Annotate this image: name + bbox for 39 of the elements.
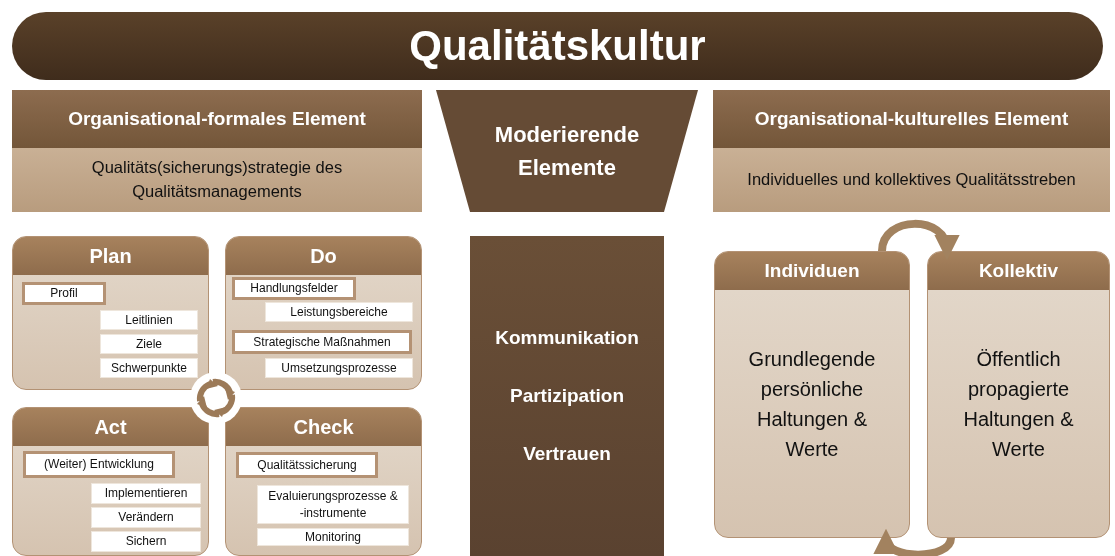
item-label: Sichern: [91, 531, 201, 552]
item-label: Leistungsbereiche: [265, 302, 413, 322]
funnel-label: Moderierende Elemente: [493, 121, 641, 182]
phase-card: [225, 236, 422, 390]
column-panel: [470, 236, 664, 556]
item-label: (Weiter) Entwicklung: [23, 451, 175, 478]
panel-body: Qualitäts(sicherungs)strategie des Qualitätsmanagements: [12, 148, 422, 212]
item-label: Leitlinien: [100, 310, 198, 330]
card-text: Grundlegende persönliche Haltungen & Werte: [747, 346, 877, 462]
title-banner: Qualitätskultur: [12, 12, 1103, 80]
card-header: Kollektiv: [928, 252, 1109, 290]
item-label: Umsetzungsprozesse: [265, 358, 413, 378]
stage-card: [714, 251, 910, 538]
item-label: Profil: [22, 282, 106, 305]
item-label: Schwerpunkte: [100, 358, 198, 378]
item-label: Implementieren: [91, 483, 201, 504]
phase-card: [12, 407, 209, 556]
item-label: Strategische Maßnahmen: [232, 330, 412, 354]
card-text: Öffentlich propagierte Haltungen & Werte: [962, 346, 1075, 462]
item-label: Ziele: [100, 334, 198, 354]
card-header: Do: [226, 237, 421, 275]
panel-body: Individuelles und kollektives Qualitätsstreben: [713, 148, 1110, 212]
card-header: Plan: [13, 237, 208, 275]
item-label: Evaluierungsprozesse & -instrumente: [257, 485, 409, 524]
item-label: Verändern: [91, 507, 201, 528]
item-label: Monitoring: [257, 528, 409, 546]
panel-header: Organisational-kulturelles Element: [713, 90, 1110, 148]
stage-card: [927, 251, 1110, 538]
card-header: Individuen: [715, 252, 909, 290]
phase-card: [225, 407, 422, 556]
column-label: Vertrauen: [523, 443, 611, 465]
item-label: Qualitätssicherung: [236, 452, 378, 478]
card-header: Act: [13, 408, 208, 446]
phase-card: [12, 236, 209, 390]
card-header: Check: [226, 408, 421, 446]
column-label: Partizipation: [510, 385, 624, 407]
column-label: Kommunikation: [495, 327, 639, 349]
item-label: Handlungsfelder: [232, 277, 356, 300]
panel-header: Organisational-formales Element: [12, 90, 422, 148]
